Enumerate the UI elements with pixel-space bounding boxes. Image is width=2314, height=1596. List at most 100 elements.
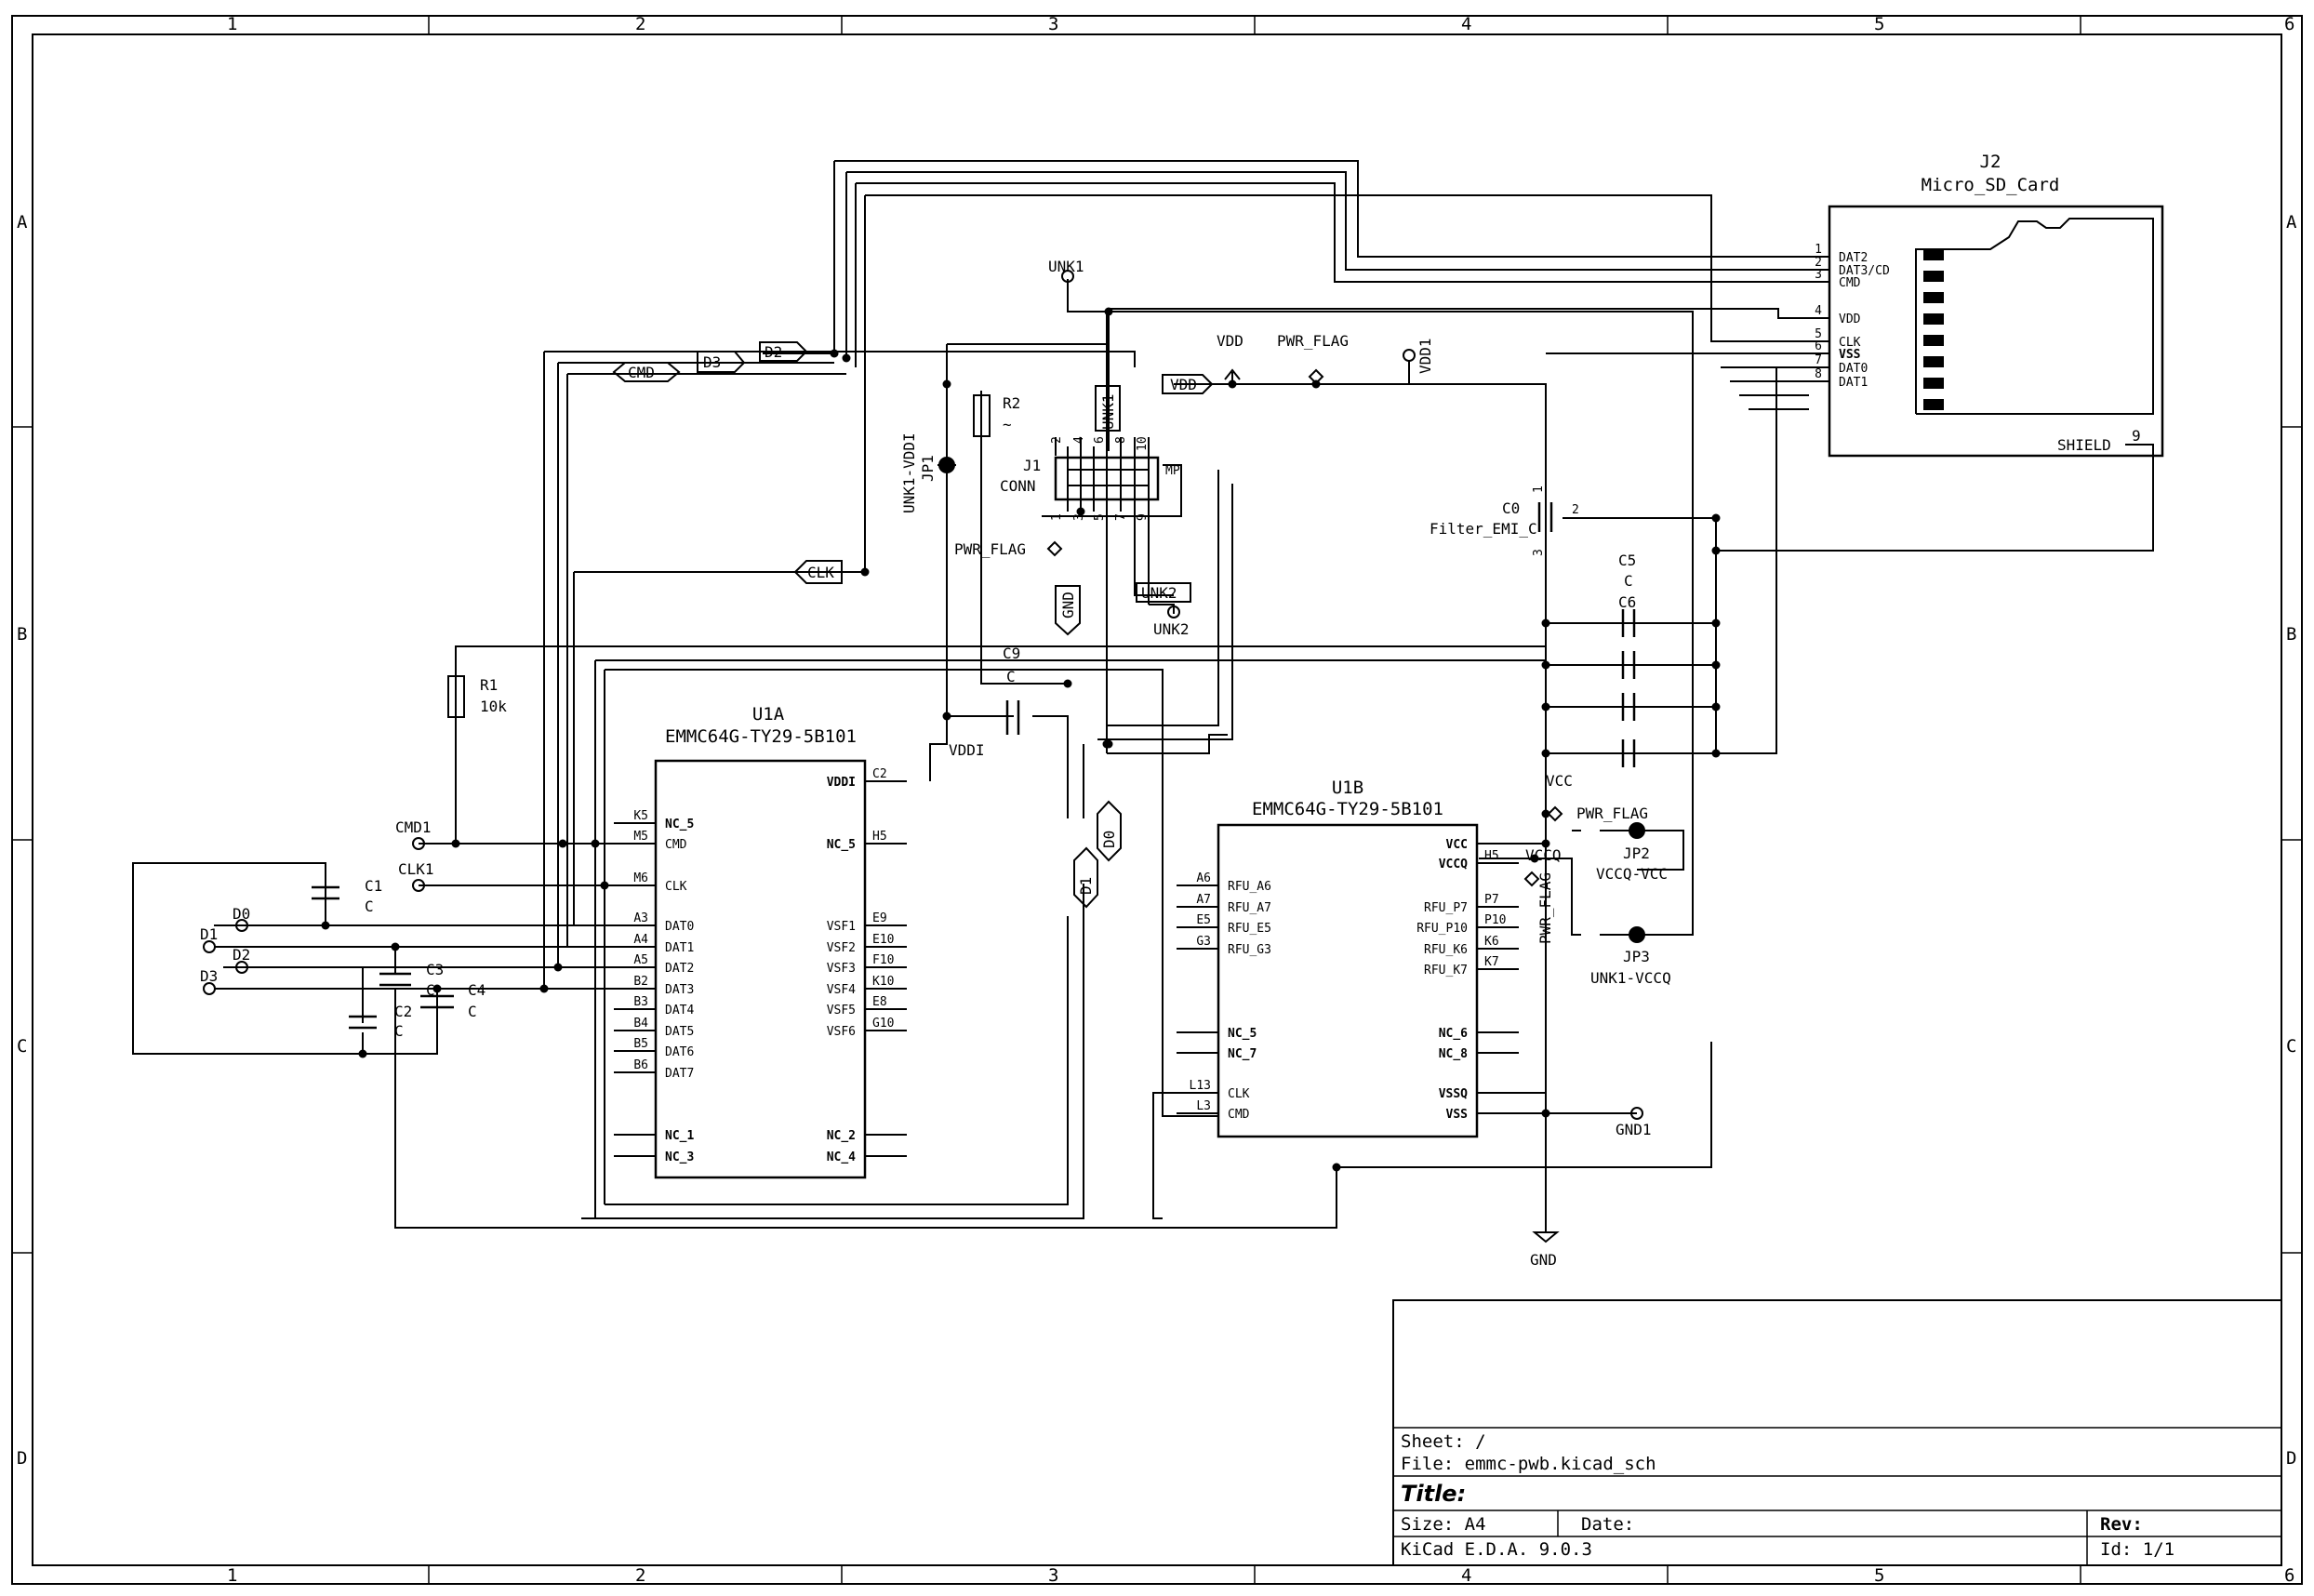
unk2-port-label: UNK2 (1153, 620, 1190, 638)
pin-name: DAT1 (1839, 376, 1868, 390)
pin-number: B5 (633, 1037, 648, 1051)
u1a-symbol[interactable]: U1A EMMC64G-TY29-5B101 NC_5K5CMDM5CLKM6D… (614, 704, 907, 1179)
c0-ref: C0 (1502, 499, 1520, 517)
u1b-symbol[interactable]: U1B EMMC64G-TY29-5B101 RFU_A6A6RFU_A7A7R… (1177, 778, 1519, 1138)
d1-port-label: D1 (200, 925, 218, 943)
c1-ref: C1 (365, 877, 382, 895)
j2-ref: J2 (1980, 152, 2001, 172)
power-vdd-label: VDD (1217, 332, 1243, 350)
pin-number: K5 (633, 809, 648, 823)
c3-capacitor[interactable]: C3 C (379, 961, 444, 999)
net-label-d1: D1 (1077, 877, 1095, 895)
power-flag-vcc: PWR_FLAG (1576, 805, 1648, 822)
jp2-jumper[interactable]: JP2 VCCQ-VCC (1596, 822, 1668, 883)
pin-name: VSF1 (827, 920, 856, 934)
j1-ref: J1 (1023, 457, 1041, 474)
pin-name: RFU_A7 (1228, 901, 1271, 915)
pin-name: CLK (665, 880, 687, 894)
pin-name: CLK (1228, 1087, 1250, 1101)
j2-micro-sd-card[interactable]: J2 Micro_SD_Card DAT21DAT3/CD2CMD3VDD4CL… (1809, 152, 2164, 458)
vccq-label: VCCQ (1525, 846, 1562, 864)
j1-mp: MP (1165, 464, 1180, 478)
pin-name: VSF6 (827, 1025, 856, 1039)
pin-name: VSS (1839, 348, 1861, 362)
pin-number: H5 (872, 830, 887, 844)
pin-number: 4 (1815, 304, 1822, 318)
pin-name: VSS (1446, 1108, 1469, 1122)
pin-name: VCC (1446, 838, 1468, 852)
c9-ref: C9 (1003, 645, 1020, 662)
clk1-label: CLK1 (398, 860, 434, 878)
row-label-d-right: D (2286, 1448, 2296, 1469)
power-symbols: VDD PWR_FLAG VDD1 UNK1 UNK2 PWR_FLAG VDD… (200, 258, 1652, 1269)
j1-connector[interactable]: J1 CONN 2 4 6 8 10 1 3 5 7 9 MP (1000, 436, 1180, 521)
r1-ref: R1 (480, 676, 498, 694)
power-flag-j1: PWR_FLAG (954, 540, 1026, 558)
d2-port-label: D2 (233, 946, 250, 964)
u1b-ref: U1B (1332, 778, 1363, 798)
title-block-size: Size: A4 (1401, 1514, 1486, 1535)
pin-number: B4 (633, 1017, 648, 1031)
net-label-unk2: UNK2 (1141, 584, 1177, 602)
j1-pin-3: 3 (1072, 513, 1086, 521)
c6-capacitor[interactable]: C6 (1618, 593, 1636, 679)
row-label-a: A (17, 212, 28, 233)
pin-number: 5 (1815, 327, 1822, 341)
pin-name: DAT2 (1839, 251, 1868, 265)
title-block-title: Title: (1401, 1481, 1466, 1507)
pin-name: CMD (1839, 276, 1861, 290)
c0-filter-capacitor[interactable]: C0 Filter_EMI_C 1 2 3 (1430, 485, 1579, 556)
col-label-1: 1 (227, 14, 237, 34)
jp3-ref: JP3 (1623, 948, 1650, 965)
pin-number: F10 (872, 953, 894, 967)
pin-name: NC_1 (665, 1129, 694, 1143)
j2-value: Micro_SD_Card (1922, 175, 2060, 195)
pin-name: VSF2 (827, 941, 856, 955)
j1-pin-8: 8 (1114, 436, 1128, 444)
jp1-value: UNK1-VDDI (900, 432, 918, 513)
pin-number: 7 (1815, 353, 1822, 367)
pin-name: NC_5 (827, 838, 856, 852)
c4-capacitor[interactable]: C4 C (420, 981, 485, 1020)
pin-name: RFU_P10 (1416, 922, 1468, 936)
j1-pin-5: 5 (1093, 513, 1107, 521)
cmd1-label: CMD1 (395, 818, 432, 836)
r1-resistor[interactable]: R1 10k (447, 675, 507, 718)
col-label-4: 4 (1461, 14, 1471, 34)
c9-capacitor[interactable]: C9 C (1003, 645, 1020, 735)
jp3-value: UNK1-VCCQ (1590, 969, 1671, 987)
c0-pin-1: 1 (1532, 485, 1546, 493)
c5-capacitor[interactable]: C5 C (1618, 552, 1636, 637)
pin-number: A5 (633, 953, 648, 967)
pin-number: H5 (1484, 849, 1499, 863)
title-block-rev: Rev: (2100, 1514, 2143, 1535)
pin-number: E10 (872, 933, 894, 947)
col-label-4-bottom: 4 (1461, 1565, 1471, 1586)
r2-resistor[interactable]: R2 ~ (973, 394, 1020, 437)
pin-name: DAT2 (665, 962, 694, 976)
c0-value: Filter_EMI_C (1430, 520, 1537, 538)
c2-capacitor[interactable]: C2 C (349, 1003, 412, 1040)
pin-number: E8 (872, 995, 887, 1009)
jp3-jumper[interactable]: JP3 UNK1-VCCQ (1590, 926, 1671, 987)
c1-capacitor[interactable]: C1 C (312, 877, 382, 915)
j1-pin-6: 6 (1093, 436, 1107, 444)
pin-number: 2 (1815, 256, 1822, 270)
pin-name: NC_3 (665, 1150, 694, 1164)
col-label-6-bottom: 6 (2284, 1565, 2294, 1586)
c6-ref: C6 (1618, 593, 1636, 611)
jp1-jumper[interactable]: JP1 UNK1-VDDI (900, 432, 956, 513)
pin-name: VSF3 (827, 962, 856, 976)
gnd1-label: GND1 (1616, 1121, 1652, 1138)
pin-number: G3 (1196, 935, 1211, 949)
net-label-unk1-vertical: UNK1 (1099, 393, 1117, 430)
c2-ref: C2 (394, 1003, 412, 1020)
pin-name: VDDI (827, 776, 856, 790)
pin-number: 8 (1815, 367, 1822, 381)
pin-name: DAT5 (665, 1025, 694, 1039)
net-label-d3: D3 (703, 353, 721, 371)
c5-value: C (1624, 572, 1633, 590)
row-label-a-right: A (2286, 212, 2297, 233)
row-label-d: D (17, 1448, 27, 1469)
pin-name: RFU_P7 (1424, 901, 1468, 915)
